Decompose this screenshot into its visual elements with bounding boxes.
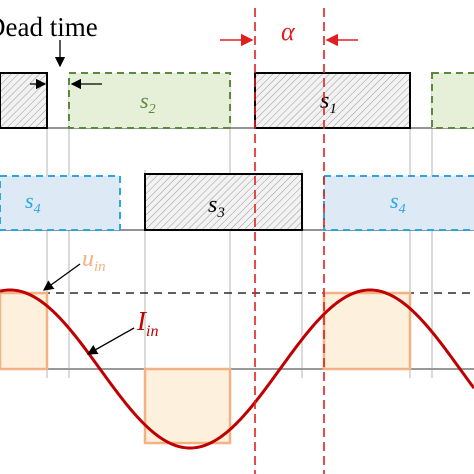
dead-time-label: Dead time [0, 12, 98, 42]
dead-time-annotation: Dead time [0, 12, 102, 90]
row-s3-s4: s4 s3 s4 [0, 173, 474, 231]
alpha-label: α [281, 17, 296, 46]
s1-pulse-left [0, 72, 48, 129]
s4-pulse-left [0, 175, 121, 231]
i-in-pointer [86, 327, 135, 355]
u-in-pointer [42, 263, 81, 291]
u-in-label: uin [82, 246, 106, 275]
row-s1-s2: s2 s1 [0, 72, 474, 129]
i-in-waveform [0, 288, 474, 450]
i-in-label: Iin [136, 306, 158, 340]
s3-pulse [144, 173, 303, 231]
s4-label-right: s4 [390, 188, 406, 217]
s2-pulse [68, 72, 231, 129]
u-in-positive-left [0, 291, 49, 371]
u-in-negative [143, 367, 232, 445]
s2-label: s2 [140, 88, 156, 117]
alpha-annotation: α [220, 8, 358, 474]
row-input: uin Iin [0, 246, 474, 450]
s2-pulse-right [431, 72, 474, 129]
s4-label-left: s4 [25, 188, 41, 217]
s4-pulse-right [323, 175, 474, 231]
s3-label: s3 [208, 192, 225, 221]
